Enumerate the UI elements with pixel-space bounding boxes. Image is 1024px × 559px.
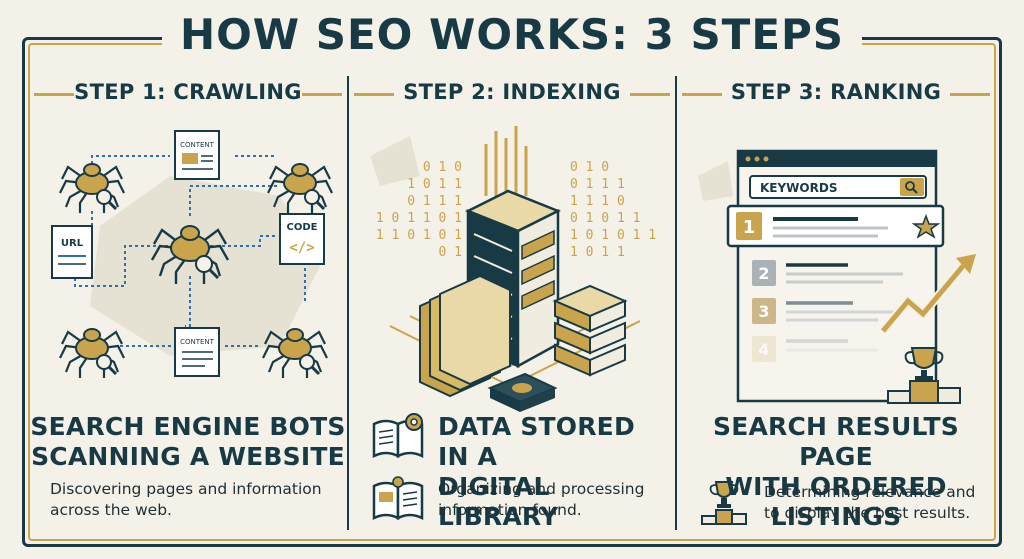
rank-number: 4: [758, 340, 769, 359]
step-title: STEP 2: INDEXING: [403, 80, 621, 104]
step-headline: DATA STORED IN A DIGITAL LIBRARY: [438, 412, 674, 532]
svg-text:</>: </>: [289, 240, 314, 256]
binary-line: 0 1 0: [423, 160, 462, 175]
step-headline: SEARCH RESULTS PAGE WITH ORDERED LISTING…: [678, 412, 994, 532]
doc-label: CONTENT: [180, 141, 215, 149]
binary-line: 0 1 1 1: [407, 194, 462, 209]
book-icon: [372, 476, 424, 521]
step-title: STEP 1: CRAWLING: [74, 80, 302, 104]
header-bar: [34, 93, 74, 96]
document-icon: URL: [51, 225, 93, 279]
result-row-4: 4: [752, 336, 878, 362]
header-bar: [950, 93, 990, 96]
binary-line: 1 0 1 1: [407, 177, 462, 192]
step-description: Determining relevance and to display the…: [764, 483, 976, 522]
step-title: STEP 3: RANKING: [730, 80, 942, 104]
crawling-illustration: CONTENT URL CODE </> CONTENT: [30, 116, 346, 416]
light-beams: [484, 126, 528, 196]
rank-number: 2: [758, 264, 769, 283]
result-row-3: 3: [752, 298, 893, 324]
indexing-illustration: 0 1 0 1 0 1 1 0 1 1 1 1 0 1 1 0 1 1 1 0 1 0 …: [350, 116, 674, 416]
step-header: STEP 2: INDEXING: [350, 76, 674, 110]
search-bar: KEYWORDS: [749, 175, 927, 199]
headline-line: DATA STORED IN A: [438, 412, 635, 471]
database-icon: [552, 284, 628, 377]
rank-number: 1: [743, 217, 756, 238]
search-placeholder: KEYWORDS: [760, 181, 837, 195]
magnifier-icon: [299, 354, 321, 376]
document-icon: CONTENT: [174, 327, 220, 377]
book-gear-icon: [372, 413, 424, 459]
rank-number: 3: [758, 302, 769, 321]
headline-line: SCANNING A WEBSITE: [31, 442, 345, 471]
binary-line: 1 1 0 1 0 1: [376, 228, 462, 243]
binary-line: 1 0 1 1 0 1: [376, 211, 462, 226]
result-row-2: 2: [752, 260, 903, 286]
header-bar: [630, 93, 670, 96]
doc-label: CONTENT: [180, 338, 215, 346]
header-bar: [354, 93, 394, 96]
hard-drive-icon: [487, 372, 558, 412]
step-header: STEP 1: CRAWLING: [30, 76, 346, 110]
spider-bot-icon: [262, 328, 328, 378]
panel-divider: [675, 76, 677, 530]
binary-line: 0 1 1 1: [570, 177, 625, 192]
binary-stream-left: 0 1 0 1 0 1 1 0 1 1 1 1 0 1 1 0 1 1 1 0 1 0 …: [376, 160, 462, 260]
step-crawling-panel: STEP 1: CRAWLING CONTENT: [30, 76, 346, 530]
title-wrap: HOW SEO WORKS: 3 STEPS: [0, 6, 1024, 64]
headline-line: WITH ORDERED LISTINGS: [725, 472, 947, 531]
star-icon: [911, 213, 941, 239]
step-ranking-panel: STEP 3: RANKING KEYWORDS: [678, 76, 994, 532]
binary-line: 0 1 0: [570, 160, 609, 175]
binary-line: 1 0 1 1: [570, 245, 625, 260]
headline-line: SEARCH RESULTS PAGE: [713, 412, 959, 471]
result-row-1: 1: [726, 204, 945, 248]
magnifier-icon: [195, 255, 220, 280]
search-icon: [905, 181, 918, 194]
binary-stream-right: 0 1 0 0 1 1 1 1 1 1 0 0 1 0 1 1 1 0 1 0 1 1 1…: [570, 160, 656, 260]
panel-divider: [347, 76, 349, 530]
folder-icon: [419, 274, 511, 398]
doc-label: URL: [61, 238, 84, 249]
binary-line: 0 1: [439, 245, 462, 260]
step-description: Discovering pages and information across…: [50, 480, 322, 519]
trophy-icon: [887, 347, 961, 404]
magnifier-icon: [304, 189, 326, 211]
doc-label: CODE: [287, 222, 318, 233]
page-title: HOW SEO WORKS: 3 STEPS: [161, 6, 863, 64]
step-indexing-panel: STEP 2: INDEXING 0 1 0 1 0 1 1 0 1 1 1 1 0 …: [350, 76, 674, 532]
binary-line: 0 1 0 1 1: [570, 211, 640, 226]
magnifier-icon: [96, 189, 118, 211]
code-icon: CODE </>: [279, 213, 325, 265]
header-bar: [302, 93, 342, 96]
trophy-podium-icon: [701, 481, 747, 525]
binary-line: 1 1 1 0: [570, 194, 625, 209]
step-headline: SEARCH ENGINE BOTS SCANNING A WEBSITE: [30, 412, 346, 472]
ranking-illustration: KEYWORDS 1 2: [678, 116, 994, 416]
step-header: STEP 3: RANKING: [678, 76, 994, 110]
spider-bot-icon: [150, 225, 230, 284]
headline-line: SEARCH ENGINE BOTS: [30, 412, 346, 441]
header-bar: [682, 93, 722, 96]
binary-line: 1 0 1 0 1 1: [570, 228, 656, 243]
spider-bot-icon: [59, 163, 125, 213]
headline-line: DIGITAL LIBRARY: [438, 472, 559, 531]
document-icon: CONTENT: [174, 130, 220, 180]
step-description: Organizing and processing information fo…: [438, 480, 645, 519]
trend-arrow-icon: [879, 254, 976, 334]
spider-bot-icon: [59, 328, 125, 378]
spider-bot-icon: [267, 163, 333, 213]
magnifier-icon: [96, 354, 118, 376]
